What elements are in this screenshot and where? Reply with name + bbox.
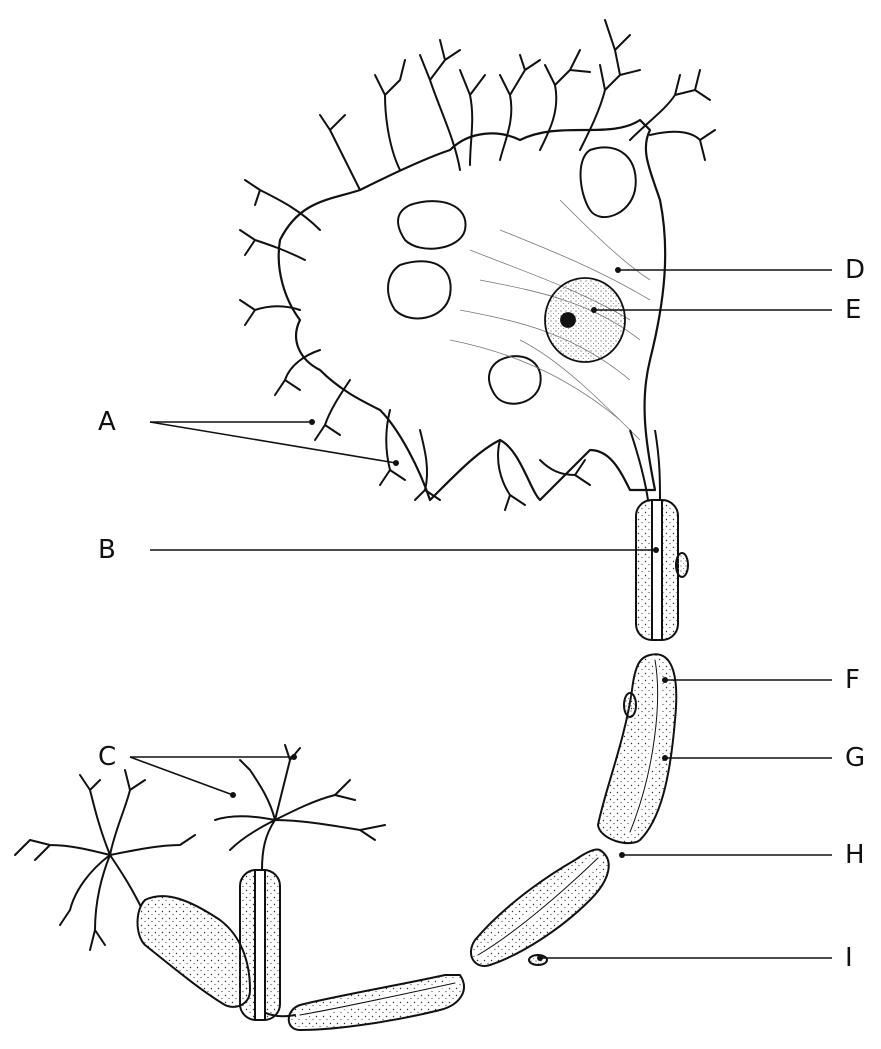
label-I: I	[845, 945, 853, 971]
leader-C2	[130, 757, 233, 795]
label-F: F	[845, 667, 860, 693]
axon	[138, 500, 689, 1030]
label-B: B	[98, 537, 116, 563]
label-C: C	[98, 744, 116, 770]
leader-A2	[150, 422, 396, 463]
label-D: D	[845, 257, 865, 283]
nucleus	[545, 278, 625, 362]
label-H: H	[845, 842, 865, 868]
label-A: A	[98, 409, 116, 435]
nucleolus	[561, 313, 575, 327]
schwann-nucleus	[676, 553, 688, 577]
label-G: G	[845, 745, 865, 771]
label-E: E	[845, 297, 861, 323]
